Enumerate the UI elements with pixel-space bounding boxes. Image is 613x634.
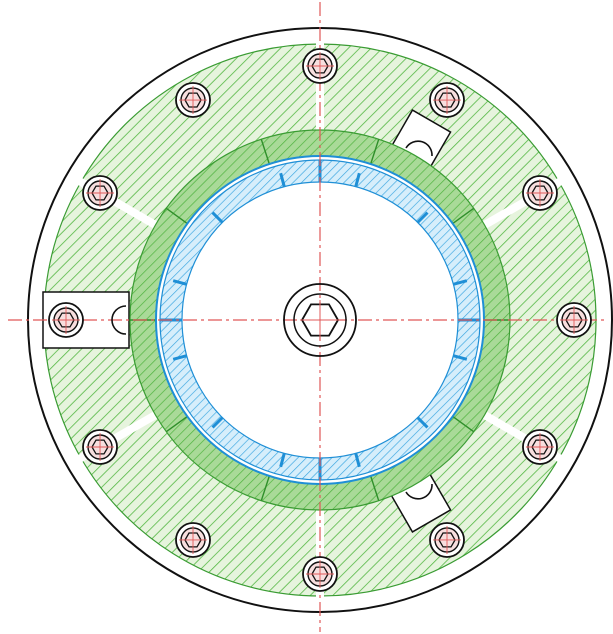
inner-ring-slot — [354, 172, 361, 188]
inner-ring-slot — [172, 279, 188, 286]
hex-bolt-icon — [175, 522, 211, 558]
inner-ring-slot — [211, 211, 224, 224]
inner-ring-slot — [279, 172, 286, 188]
hex-bolt-icon — [48, 302, 84, 338]
inner-ring-slot — [172, 354, 188, 361]
hidden-bolt-head-top — [405, 140, 433, 157]
centerlines — [8, 2, 605, 632]
flange-bolts — [48, 48, 592, 592]
middle-ring-segments — [130, 139, 510, 501]
hidden-bolt-head-bottom — [405, 483, 433, 500]
hex-bolt-icon — [302, 556, 338, 592]
hex-bolt-icon — [302, 48, 338, 84]
middle-ring-divider — [260, 139, 270, 165]
inner-ring-fill — [159, 159, 481, 481]
inner-ring-slot — [279, 452, 286, 468]
middle-ring-divider — [165, 415, 188, 433]
middle-ring-divider — [260, 475, 270, 501]
hidden-bolt-head-left — [111, 305, 127, 335]
hex-bolt-icon — [82, 175, 118, 211]
hex-bolt-icon — [175, 82, 211, 118]
inner-ring-slot — [211, 416, 224, 429]
inner-ring-slot — [416, 416, 429, 429]
hex-bolt-icon — [522, 429, 558, 465]
inner-ring-slot — [452, 354, 468, 361]
hex-bolt-icon — [556, 302, 592, 338]
middle-ring-divider — [165, 207, 188, 225]
hidden-bolt-heads — [111, 140, 433, 500]
inner-ring-slot — [452, 279, 468, 286]
middle-ring-divider — [370, 139, 380, 165]
middle-ring-divider — [452, 207, 475, 225]
hex-bolt-icon — [522, 175, 558, 211]
hex-bolt-icon — [429, 82, 465, 118]
middle-ring-divider — [452, 415, 475, 433]
hex-socket-bolt-icon — [283, 283, 357, 357]
inner-ring-slot — [354, 452, 361, 468]
inner-ring-slot — [416, 211, 429, 224]
middle-ring-divider — [370, 475, 380, 501]
hex-bolt-icon — [82, 429, 118, 465]
hex-bolt-icon — [429, 522, 465, 558]
